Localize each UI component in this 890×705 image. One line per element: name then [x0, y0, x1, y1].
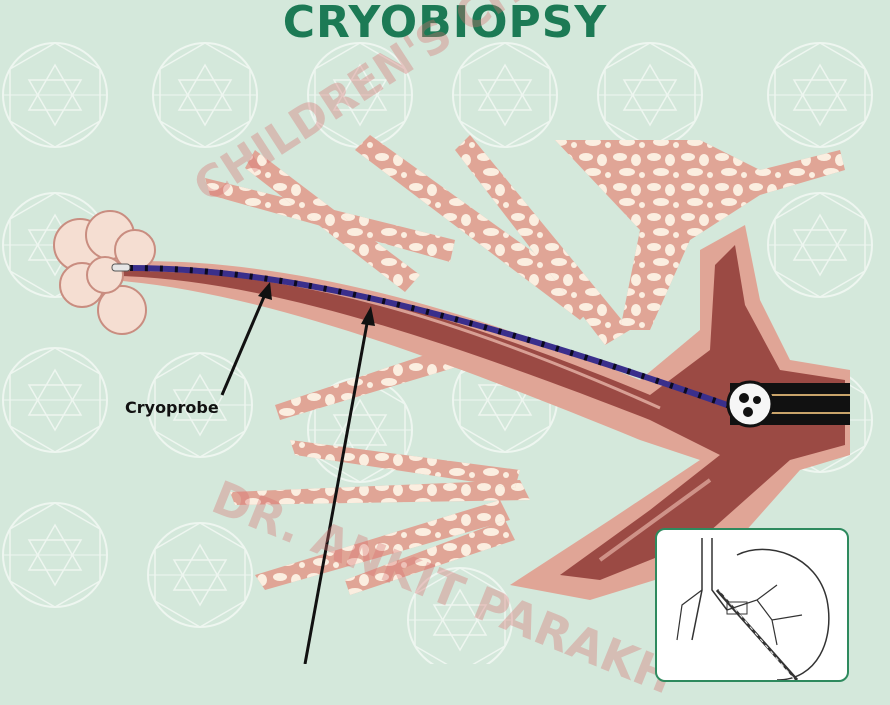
lower-bronchi [230, 340, 530, 595]
upper-bronchi [205, 135, 845, 345]
airway-diagram [53, 135, 850, 664]
alveolar-cluster [53, 210, 156, 335]
cryoprobe-label: Cryoprobe [125, 398, 219, 417]
inset-lung-sketch [676, 538, 830, 680]
inset-lung-diagram [655, 528, 849, 682]
page-title: CRYOBIOPSY [282, 0, 608, 48]
cryoprobe [111, 263, 731, 409]
bronchoscope-tip-icon [726, 380, 774, 428]
pointer-arrows [220, 282, 375, 664]
bronchoscope [726, 380, 850, 428]
